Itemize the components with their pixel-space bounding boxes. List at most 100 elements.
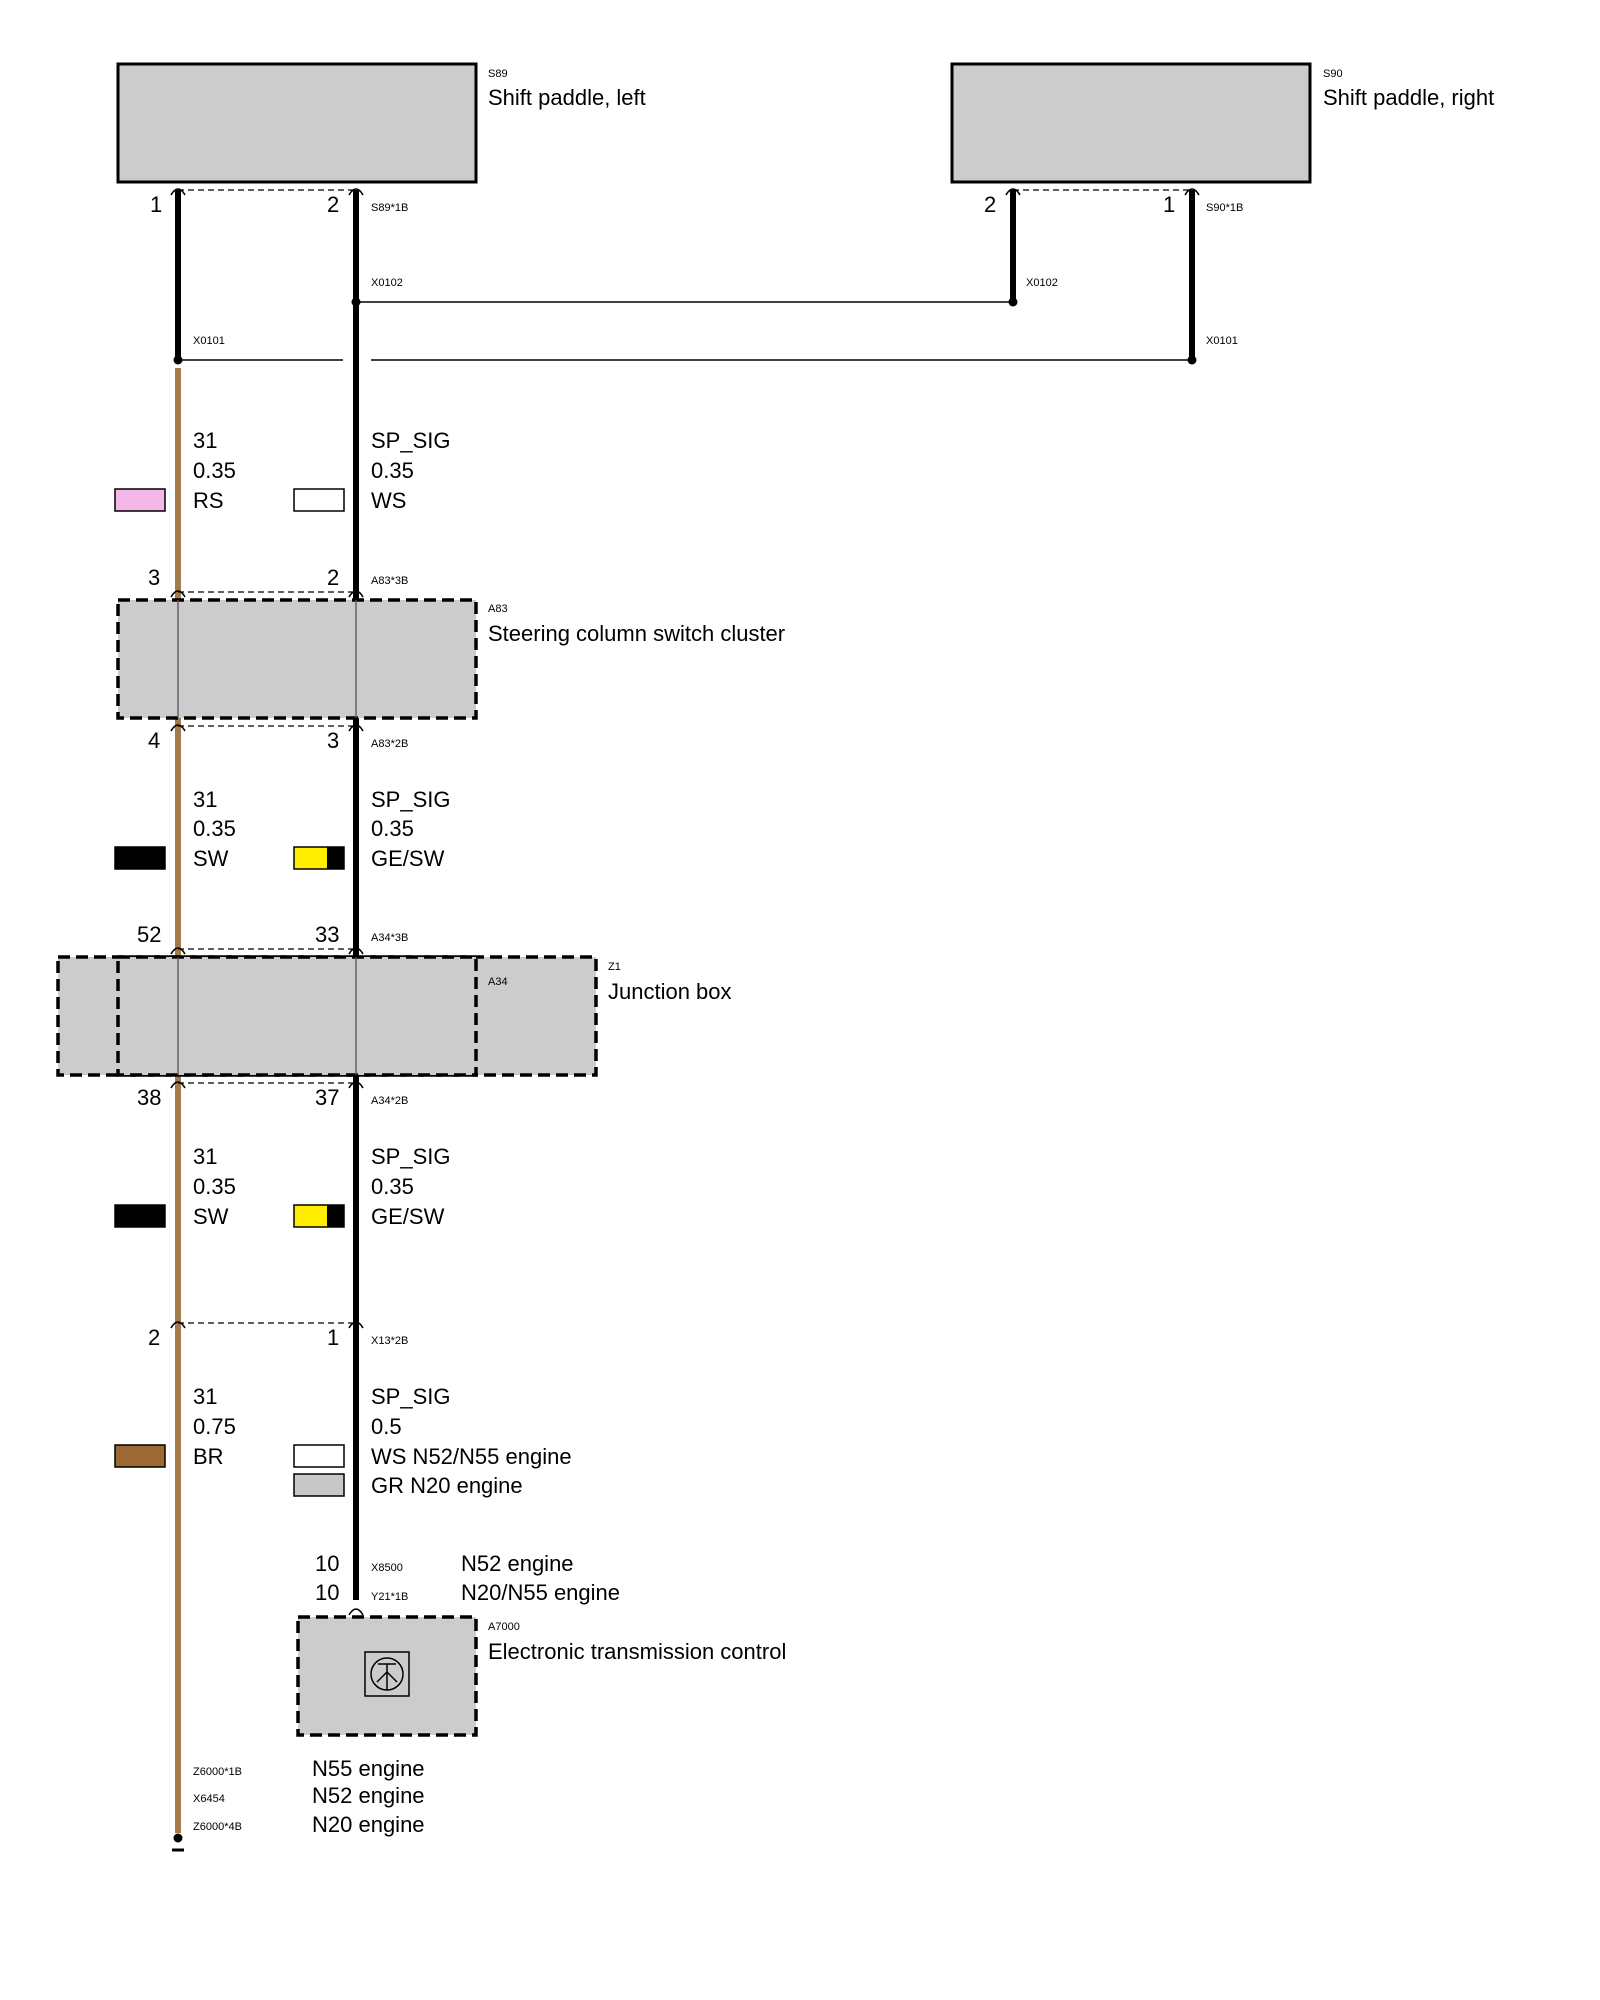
z1-code: Z1 <box>608 961 621 973</box>
seg4-black-swatch-1 <box>293 1444 345 1468</box>
ground-plug-2: X6454 <box>193 1793 225 1805</box>
s90-code: S90 <box>1323 68 1343 80</box>
seg1-brown-signal: 31 <box>193 428 217 453</box>
a83-bottom-pin-brown: 4 <box>148 728 160 753</box>
ground-variant-2: N52 engine <box>312 1783 425 1808</box>
s89-code: S89 <box>488 68 508 80</box>
a7000-plug-2: Y21*1B <box>371 1591 408 1603</box>
s89-name: Shift paddle, left <box>488 85 646 110</box>
s90-pin-1: 1 <box>1163 192 1175 217</box>
seg3-black-color: GE/SW <box>371 1204 445 1229</box>
a83-bottom-pin-black: 3 <box>327 728 339 753</box>
seg2-brown-swatch <box>114 846 166 870</box>
seg1-brown-size: 0.35 <box>193 458 236 483</box>
z1-bottom-pin-brown: 38 <box>137 1085 161 1110</box>
pin-arch-4 <box>170 590 186 598</box>
segment-4-labels: 31 0.75 BR SP_SIG 0.5 WS N52/N55 engine … <box>114 1384 572 1498</box>
a83-top-pin-brown: 3 <box>148 565 160 590</box>
seg4-black-swatch-2 <box>293 1473 345 1497</box>
a34-code: A34 <box>488 976 508 988</box>
a7000-pin-1: 10 <box>315 1551 339 1576</box>
a83-code: A83 <box>488 603 508 615</box>
component-s89: S89 Shift paddle, left 1 2 S89*1B <box>116 62 646 217</box>
seg4-black-signal: SP_SIG <box>371 1384 450 1409</box>
ground-variant-3: N20 engine <box>312 1812 425 1837</box>
pin-arch-2 <box>1005 188 1021 196</box>
x13-plug-label: X13*2B <box>371 1335 408 1347</box>
seg3-black-swatch-stripe <box>327 1205 344 1227</box>
seg4-brown-signal: 31 <box>193 1384 217 1409</box>
seg4-black-size: 0.5 <box>371 1414 402 1439</box>
z1-bottom-pin-black: 37 <box>315 1085 339 1110</box>
s90-plug-label: S90*1B <box>1206 202 1243 214</box>
x0101-left-dot <box>173 355 183 365</box>
seg1-black-swatch <box>293 488 345 512</box>
x0102-right-label: X0102 <box>1026 277 1058 289</box>
a7000-variant-1: N52 engine <box>461 1551 574 1576</box>
x0102-right-dot <box>1008 297 1018 307</box>
pin-arch-1 <box>348 188 364 196</box>
seg1-black-size: 0.35 <box>371 458 414 483</box>
pin-arch-7 <box>348 724 364 732</box>
seg2-brown-size: 0.35 <box>193 816 236 841</box>
seg4-black-color-1: WS N52/N55 engine <box>371 1444 572 1469</box>
s89-plug-label: S89*1B <box>371 202 408 214</box>
z1-name: Junction box <box>608 979 732 1004</box>
segment-2-labels: 31 0.35 SW SP_SIG 0.35 GE/SW <box>114 787 450 871</box>
seg3-brown-size: 0.35 <box>193 1174 236 1199</box>
s89-box[interactable] <box>116 62 478 184</box>
s89-pin-2: 2 <box>327 192 339 217</box>
seg3-brown-swatch <box>114 1204 166 1228</box>
s90-pin-2: 2 <box>984 192 996 217</box>
z1-top-pin-brown: 52 <box>137 922 161 947</box>
a7000-pin-2: 10 <box>315 1580 339 1605</box>
seg2-brown-signal: 31 <box>193 787 217 812</box>
pin-arch-8 <box>170 947 186 955</box>
a7000-variant-2: N20/N55 engine <box>461 1580 620 1605</box>
seg2-black-swatch-stripe <box>327 847 344 869</box>
segment-1-labels: 31 0.35 RS SP_SIG 0.35 WS <box>114 428 450 513</box>
seg2-black-size: 0.35 <box>371 816 414 841</box>
pin-arch-13 <box>348 1321 364 1329</box>
ground-section: Z6000*1B N55 engine X6454 N52 engine Z60… <box>172 1756 425 1852</box>
component-a83: 3 2 A83*3B A83 Steering column switch cl… <box>116 565 785 753</box>
a83-name: Steering column switch cluster <box>488 621 785 646</box>
s89-pin-1: 1 <box>150 192 162 217</box>
x0101-right-dot <box>1187 355 1197 365</box>
seg1-black-signal: SP_SIG <box>371 428 450 453</box>
seg3-black-size: 0.35 <box>371 1174 414 1199</box>
ground-point <box>173 1833 183 1843</box>
a34-box[interactable] <box>116 955 478 1077</box>
seg4-brown-size: 0.75 <box>193 1414 236 1439</box>
s90-name: Shift paddle, right <box>1323 85 1494 110</box>
component-s90: S90 Shift paddle, right 2 1 S90*1B <box>950 62 1494 217</box>
s90-box[interactable] <box>950 62 1312 184</box>
seg3-brown-signal: 31 <box>193 1144 217 1169</box>
seg1-brown-color: RS <box>193 488 224 513</box>
a7000-name: Electronic transmission control <box>488 1639 786 1664</box>
pin-arch-12 <box>170 1321 186 1329</box>
component-z1: 52 33 A34*3B A34 Z1 Junction box 38 37 A… <box>56 922 732 1110</box>
z1-bottom-plug-label: A34*2B <box>371 1095 408 1107</box>
segment-3-labels: 31 0.35 SW SP_SIG 0.35 GE/SW <box>114 1144 450 1229</box>
seg3-brown-color: SW <box>193 1204 229 1229</box>
a83-box[interactable] <box>116 598 478 720</box>
seg2-brown-color: SW <box>193 846 229 871</box>
seg1-brown-swatch <box>114 488 166 512</box>
x13-pin-brown: 2 <box>148 1325 160 1350</box>
pin-arch-11 <box>348 1081 364 1089</box>
pin-arch-6 <box>170 724 186 732</box>
ground-plug-1: Z6000*1B <box>193 1766 242 1778</box>
pin-arch-14 <box>348 1608 364 1616</box>
pin-arch-5 <box>348 590 364 598</box>
x0102-left-label: X0102 <box>371 277 403 289</box>
a83-top-pin-black: 2 <box>327 565 339 590</box>
seg2-black-color: GE/SW <box>371 846 445 871</box>
a7000-code: A7000 <box>488 1621 520 1633</box>
seg1-black-color: WS <box>371 488 406 513</box>
pin-arch-9 <box>348 947 364 955</box>
ground-plug-3: Z6000*4B <box>193 1821 242 1833</box>
pin-arch-3 <box>1184 188 1200 196</box>
x0101-right-label: X0101 <box>1206 335 1238 347</box>
